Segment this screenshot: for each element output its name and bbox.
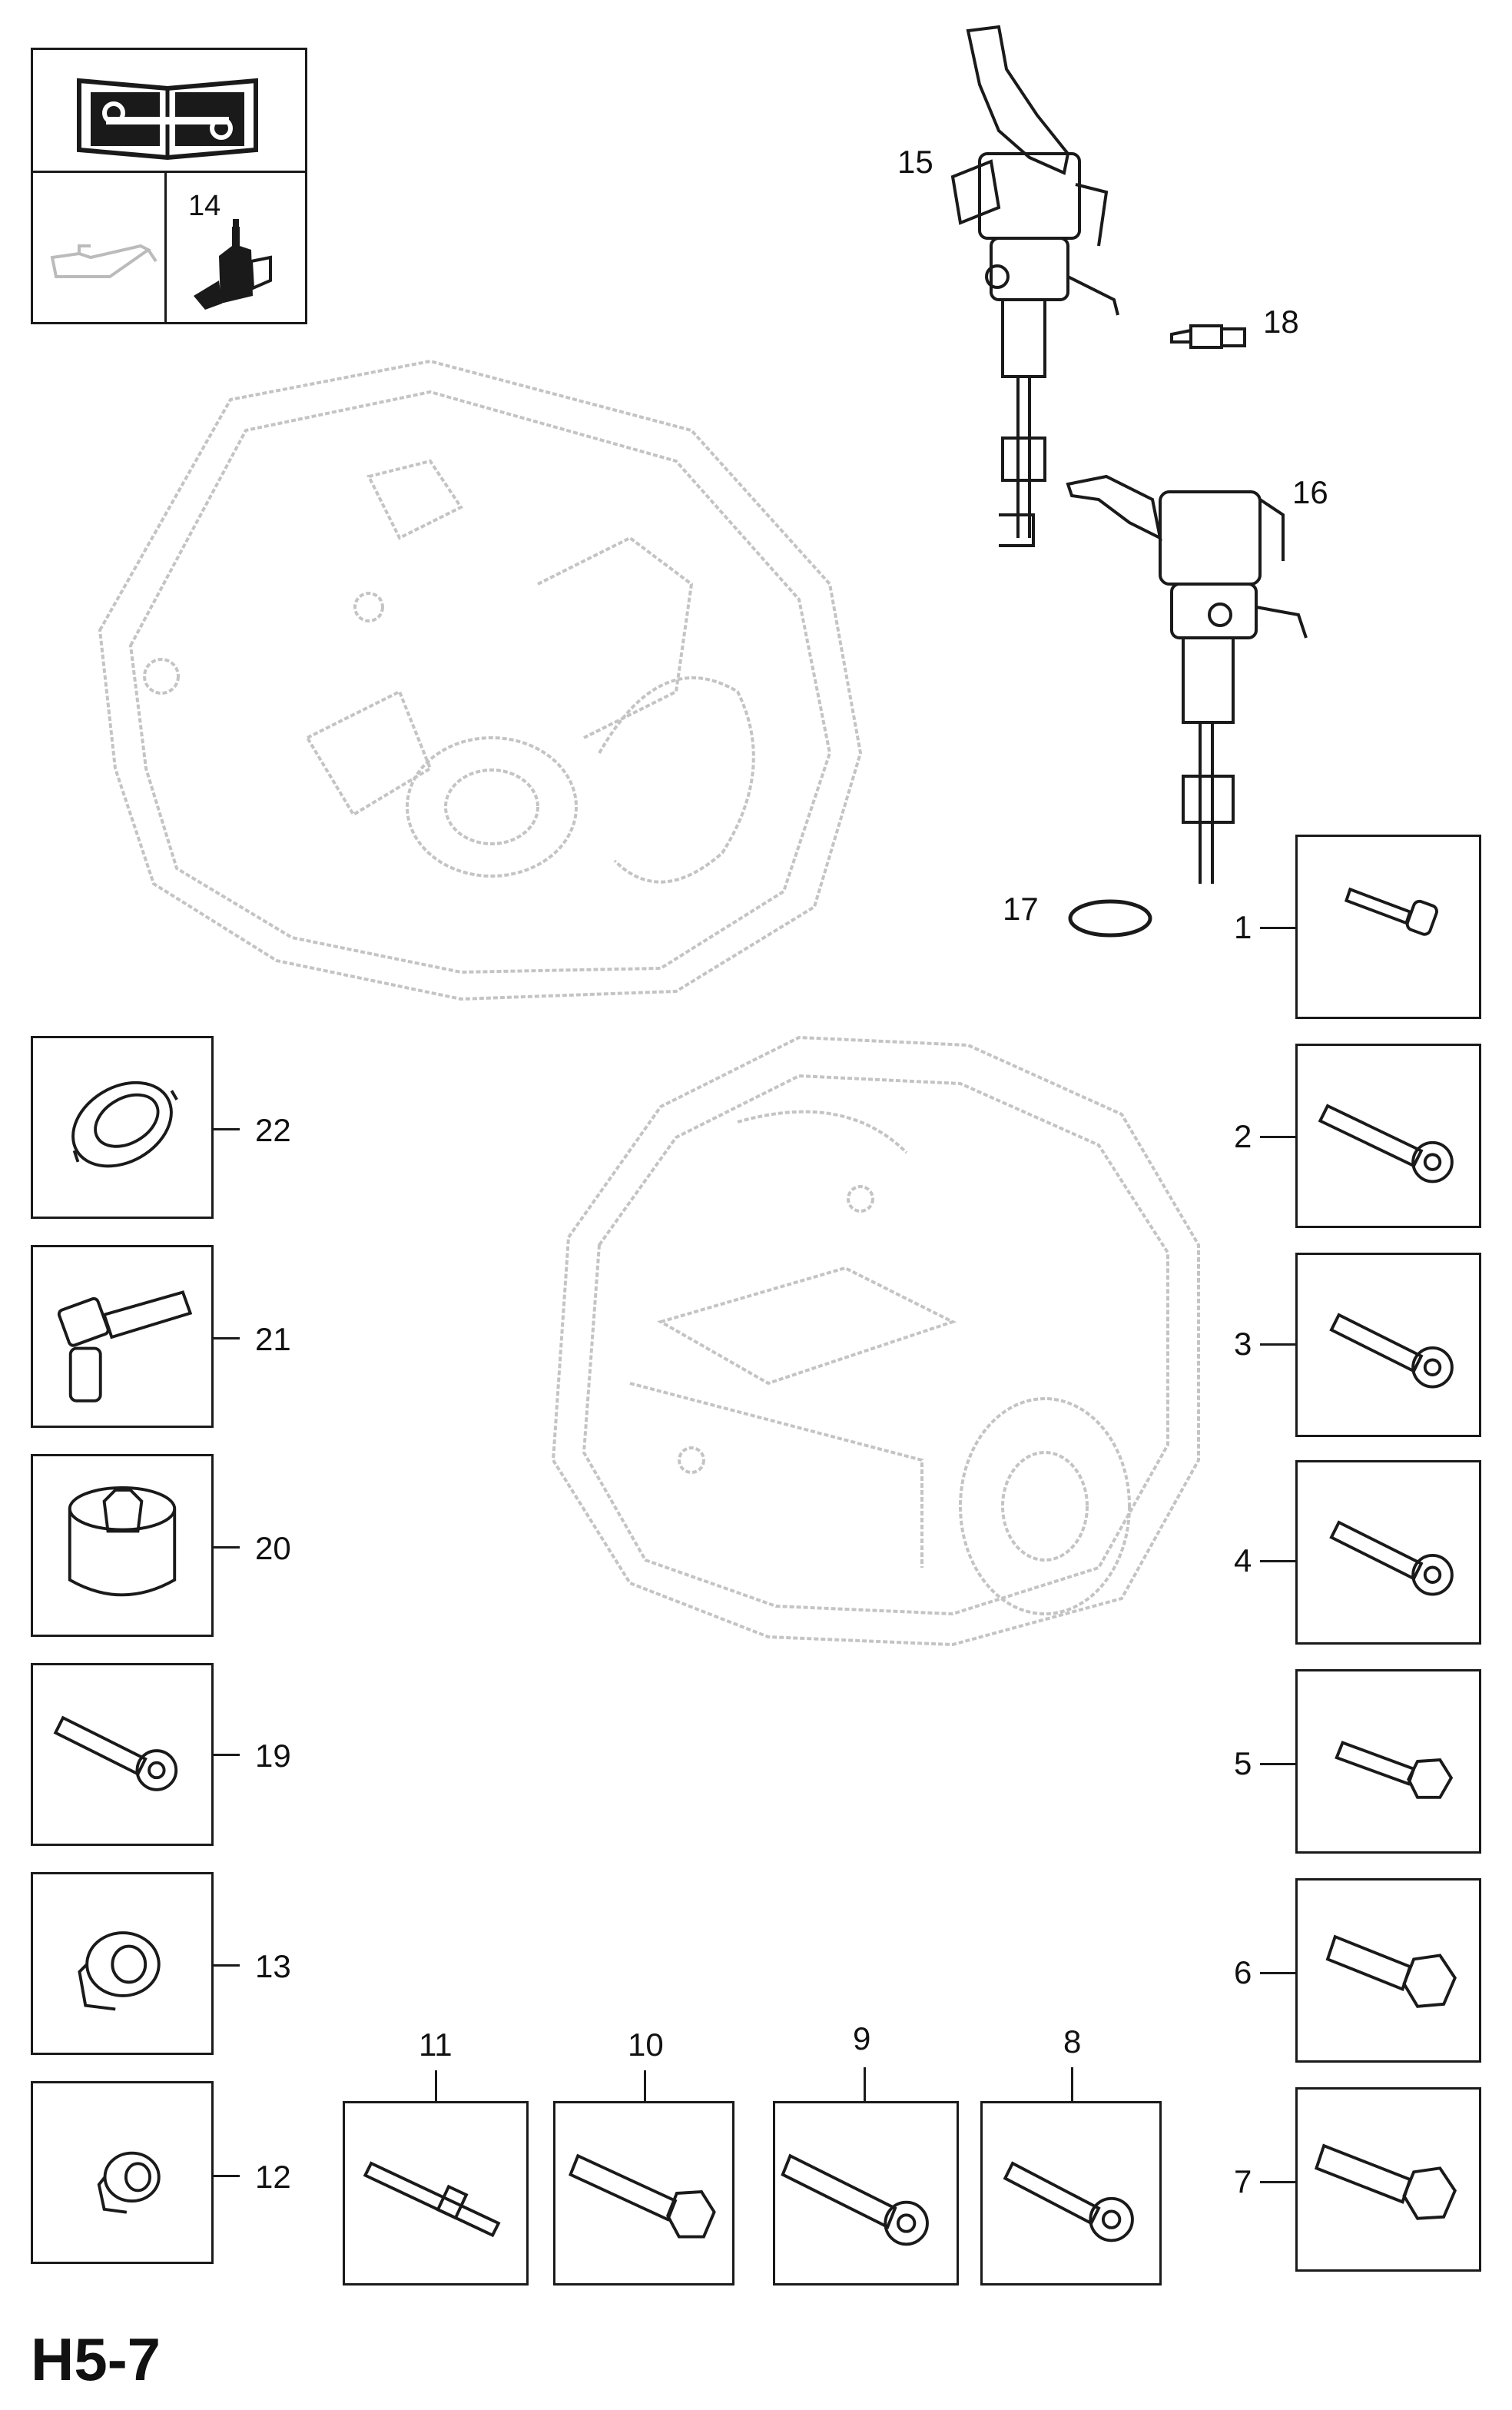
part-box-2 <box>1295 1044 1481 1228</box>
sensor-18 <box>1170 324 1246 349</box>
callout-label-19: 19 <box>255 1738 291 1774</box>
callout-label-12: 12 <box>255 2159 291 2195</box>
part-box-10 <box>553 2101 734 2286</box>
callout-label-11: 11 <box>419 2027 453 2063</box>
switch-sensor-icon <box>57 1290 193 1403</box>
part-box-22 <box>31 1036 214 1219</box>
torx-bolt-icon <box>53 1715 178 1791</box>
manual-reference-box: 14 <box>31 48 307 324</box>
callout-label-16: 16 <box>1292 474 1328 510</box>
part-box-12 <box>31 2081 214 2264</box>
stud-bolt-icon <box>363 2161 501 2238</box>
callout-label-9: 9 <box>853 2020 871 2056</box>
shaft-seal-icon <box>71 1081 178 1168</box>
part-box-21 <box>31 1245 214 1428</box>
bolt-icon <box>1344 887 1438 936</box>
repair-manual-icon <box>33 50 305 173</box>
callout-label-10: 10 <box>628 2027 664 2063</box>
torx-bolt-icon <box>781 2153 929 2246</box>
part-box-11 <box>343 2101 529 2286</box>
callout-label-3: 3 <box>1234 1326 1252 1362</box>
part-box-1 <box>1295 835 1481 1019</box>
part-box-20 <box>31 1454 214 1637</box>
callout-label-18: 18 <box>1263 304 1299 340</box>
callout-label-8: 8 <box>1063 2023 1082 2060</box>
callout-label-13: 13 <box>255 1948 291 1984</box>
part-box-4 <box>1295 1460 1481 1645</box>
part-box-13 <box>31 1872 214 2055</box>
torx-bolt-icon <box>1329 1520 1454 1596</box>
torx-bolt-icon <box>1318 1104 1454 1183</box>
torx-bolt-icon <box>1329 1313 1454 1389</box>
callout-label-5: 5 <box>1234 1745 1252 1781</box>
callout-label-15: 15 <box>897 144 933 180</box>
part-box-7 <box>1295 2087 1481 2272</box>
callout-label-4: 4 <box>1234 1542 1252 1578</box>
part-box-8 <box>980 2101 1162 2286</box>
callout-label-22: 22 <box>255 1112 291 1148</box>
page-title: H5-7 <box>31 2325 161 2393</box>
callout-label-17: 17 <box>1003 891 1039 927</box>
hex-bolt-icon <box>1314 2143 1457 2220</box>
o-ring-17 <box>1068 899 1152 938</box>
callout-label-20: 20 <box>255 1530 291 1566</box>
callout-label-14: 14 <box>188 190 221 222</box>
part-box-3 <box>1295 1253 1481 1437</box>
gear-shift-mechanism-15 <box>950 25 1119 547</box>
hex-bolt-icon <box>1335 1741 1454 1799</box>
part-box-6 <box>1295 1878 1481 2063</box>
callout-label-6: 6 <box>1234 1954 1252 1990</box>
callout-label-2: 2 <box>1234 1118 1252 1154</box>
callout-label-7: 7 <box>1234 2163 1252 2199</box>
callout-label-21: 21 <box>255 1321 291 1357</box>
plug-icon <box>78 1931 161 2011</box>
oil-can-icon <box>33 173 167 324</box>
part-box-5 <box>1295 1669 1481 1854</box>
sealant-bottle-icon: 14 <box>167 173 307 324</box>
hex-bolt-icon <box>1325 1934 1457 2008</box>
callout-label-1: 1 <box>1234 909 1252 945</box>
torx-bolt-icon <box>1003 2161 1134 2242</box>
gear-shift-mechanism-16 <box>1066 474 1308 884</box>
part-box-19 <box>31 1663 214 1846</box>
part-box-9 <box>773 2101 959 2286</box>
hex-bolt-icon <box>568 2153 716 2239</box>
bushing-icon <box>68 1486 177 1597</box>
plug-icon <box>97 2151 161 2214</box>
